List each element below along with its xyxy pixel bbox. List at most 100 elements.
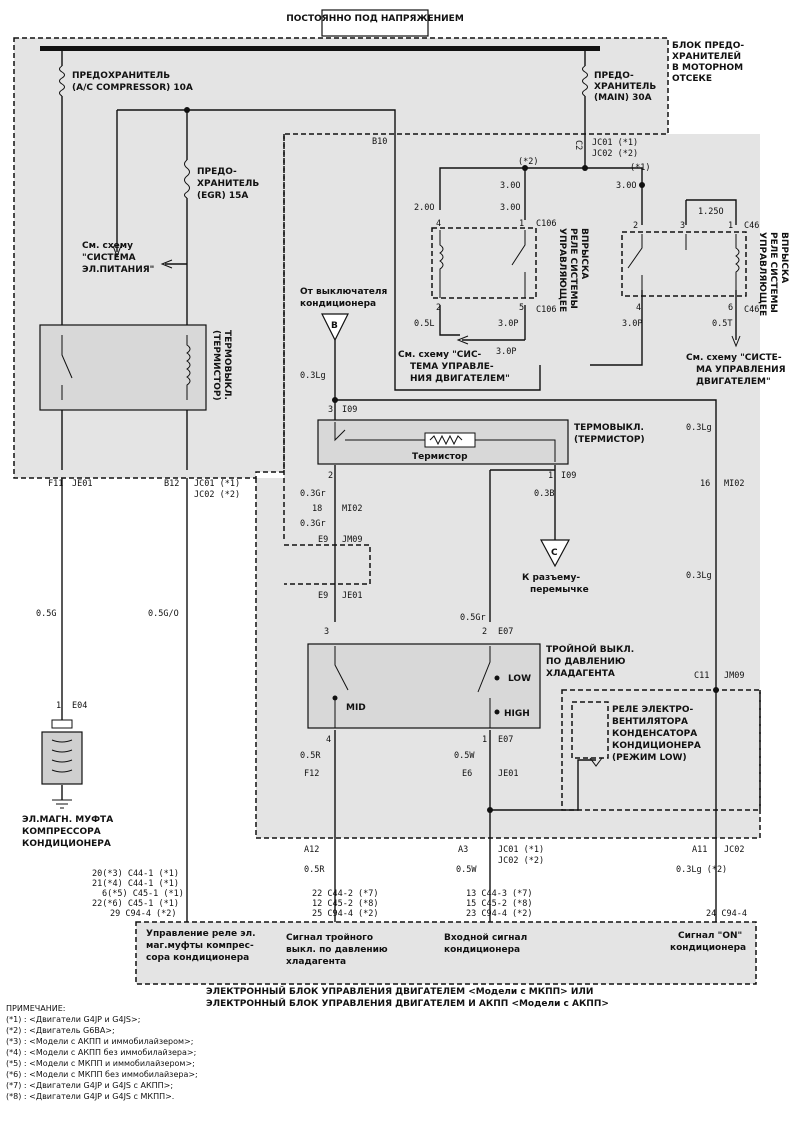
connector-je01-bottom: JE01	[498, 769, 518, 779]
label-high: HIGH	[504, 709, 530, 719]
connector-c46-top: C46	[744, 221, 759, 231]
fuse-egr-label-1: ПРЕДО-	[197, 167, 237, 177]
ecu-pin-far: 24 C94-4	[706, 909, 747, 919]
ground-icon	[52, 799, 72, 809]
arrow-down-icon	[589, 757, 603, 767]
fan-relay-zone	[561, 689, 761, 811]
wire-c46-bottom	[590, 290, 737, 366]
thermoswitch-center	[317, 419, 569, 465]
ecu-pin-left-1: 20(*3) C44-1 (*1)	[92, 869, 179, 879]
ecu-pin-right-3: 23 C94-4 (*2)	[466, 909, 533, 919]
see-engine-right-3: ДВИГАТЕЛЕМ"	[696, 377, 771, 387]
pin-2d: 2	[482, 627, 487, 637]
arrow-left-icon	[160, 259, 173, 269]
wire-size-0.3B: 0.3B	[534, 489, 554, 499]
jm09-bend	[284, 544, 371, 585]
wire-size-0.5G: 0.5G	[36, 609, 56, 619]
fan-relay-label-1: РЕЛЕ ЭЛЕКТРО-	[612, 705, 693, 715]
wire-size-0.3Lg-3: 0.3Lg	[686, 571, 712, 581]
wire-size-0.5G/O: 0.5G/O	[148, 609, 179, 619]
wire-size-2.0O: 2.0O	[414, 203, 434, 213]
see-engine-left-3: НИЯ ДВИГАТЕЛЕМ"	[410, 374, 510, 384]
from-ac-switch-2: кондиционера	[300, 299, 376, 309]
from-ac-switch-1: От выключателя	[300, 287, 387, 297]
thermo-center-label-2: (ТЕРМИСТОР)	[574, 435, 645, 445]
junction-dot	[487, 807, 493, 813]
wire-thermo-to-far	[335, 399, 717, 922]
pin-18: 18	[312, 504, 322, 514]
connector-c-icon	[539, 539, 571, 568]
low-contact-dot	[494, 675, 500, 681]
pin-4a: 4	[436, 219, 441, 229]
pin-4e: 4	[326, 735, 331, 745]
ecu-pin-left-4: 22(*6) C45-1 (*1)	[92, 899, 179, 909]
wire-size-0.5Gr: 0.5Gr	[460, 613, 486, 623]
see-power-3: ЭЛ.ПИТАНИЯ"	[82, 265, 154, 275]
connector-jc02-c: JC02 (*2)	[498, 856, 544, 866]
pin-4b: 4	[636, 303, 641, 313]
pin-1f: 1	[482, 735, 487, 745]
wire-top-horizontal	[117, 109, 396, 150]
connector-jc01: JC01 (*1)	[194, 479, 240, 489]
relay-coil-icon	[439, 230, 526, 298]
connector-jc02-d: JC02	[724, 845, 744, 855]
wire-size-3.0O-c: 3.0O	[500, 203, 520, 213]
note-item-6: (*6) : <Модели с МКПП без иммобилайзера>…	[6, 1070, 198, 1079]
pin-a3: A3	[458, 845, 468, 855]
fuse-main-symbol	[582, 65, 588, 97]
wire-size-0.5L: 0.5L	[414, 319, 434, 329]
wire-b10-down	[394, 150, 541, 391]
relay-right-label-2: РЕЛЕ СИСТЕМЫ	[768, 232, 778, 313]
see-engine-right-1: См. схему "СИСТЕ-	[686, 353, 782, 363]
wire-right-relay-feed	[585, 167, 643, 225]
wire-size-0.5W: 0.5W	[454, 751, 475, 761]
note-item-5: (*5) : <Модели с МКПП и иммобилайзером>;	[6, 1059, 195, 1068]
connector-jm09-top: JM09	[342, 535, 362, 545]
high-contact-dot	[494, 709, 500, 715]
coil-icon	[186, 335, 191, 400]
connector-jc01-c: JC01 (*1)	[498, 845, 544, 855]
ecu-pin-mid-2: 12 C45-2 (*8)	[312, 899, 379, 909]
ecu-pin-left-3: 6(*5) C45-1 (*1)	[102, 889, 184, 899]
pin-b10: B10	[372, 137, 387, 147]
relay-c46	[621, 231, 747, 297]
connector-je01-mid: JE01	[342, 591, 362, 601]
pin-1b: 1	[728, 221, 733, 231]
switch-contact-icon	[61, 335, 73, 400]
engine-fuse-box-label-4: ОТСЕКЕ	[672, 74, 712, 84]
thermo-contact-icon	[334, 422, 556, 462]
pin-2b: 2	[633, 221, 638, 231]
connector-b-label: B	[331, 321, 338, 331]
pin-c11: C11	[694, 671, 709, 681]
pin-16: 16	[700, 479, 710, 489]
ecu-block-border	[135, 921, 757, 985]
pin-2c: 2	[328, 471, 333, 481]
junction-dot	[332, 397, 338, 403]
wire-size-3.0O-b: 3.0O	[616, 181, 636, 191]
fan-relay-label-2: ВЕНТИЛЯТОРА	[612, 717, 688, 727]
engine-fuse-box-label-2: ХРАНИТЕЛЕЙ	[672, 50, 741, 62]
ecu-pin-mid-3: 25 C94-4 (*2)	[312, 909, 379, 919]
connector-mi02-right: MI02	[724, 479, 744, 489]
connector-c46-bottom: C46	[744, 305, 759, 315]
ecu-pin-mid-1: 22 C44-2 (*7)	[312, 889, 379, 899]
pin-jc02: JC02 (*2)	[592, 149, 638, 159]
arrow-down-icon	[731, 335, 741, 348]
pin-f11: F11	[48, 479, 63, 489]
ecu-block-area	[136, 922, 756, 984]
pin-2a: 2	[436, 303, 441, 313]
see-power-2: "СИСТЕМА	[82, 253, 136, 263]
ecu-title-2: ЭЛЕКТРОННЫЙ БЛОК УПРАВЛЕНИЯ ДВИГАТЕЛЕМ И…	[206, 997, 609, 1009]
thermo-center-label-1: ТЕРМОВЫКЛ.	[574, 423, 644, 433]
see-engine-left-1: См. схему "СИС-	[398, 350, 482, 360]
arrow-left-icon	[456, 335, 469, 345]
pin-jc01: JC01 (*1)	[592, 138, 638, 148]
to-jumper-2: перемычке	[530, 585, 589, 595]
wire-size-3.0P-b: 3.0P	[496, 347, 516, 357]
notes-title: ПРИМЕЧАНИЕ:	[6, 1004, 66, 1013]
ecu-clutch-2: маг.муфты компрес-	[146, 941, 254, 951]
pin-a12: A12	[304, 845, 319, 855]
ecu-pin-left-2: 21(*4) C44-1 (*1)	[92, 879, 179, 889]
pin-b12: B12	[164, 479, 179, 489]
